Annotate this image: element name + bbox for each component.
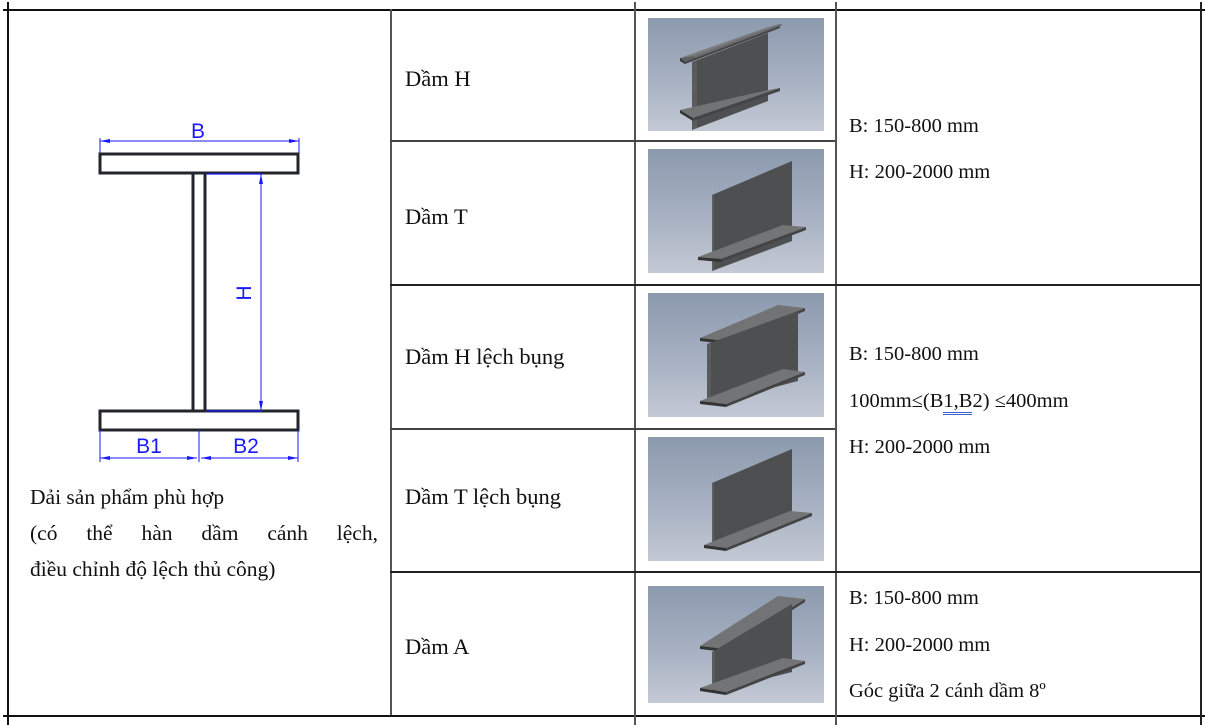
row-divider xyxy=(390,428,835,430)
description-word: hàn xyxy=(141,521,173,545)
description-line-1: Dải sản phẩm phù hợp xyxy=(30,485,225,509)
spec-flange-angle: Góc giữa 2 cánh dầm 8º xyxy=(849,680,1046,702)
offset-t-beam-3d-icon xyxy=(648,437,824,561)
column-divider-2 xyxy=(634,2,636,725)
tapered-a-beam-3d-icon xyxy=(648,586,824,703)
arrow-b-left xyxy=(100,139,110,143)
beam-name-t: Dầm T xyxy=(405,204,468,229)
spec-offset-range: 100mm≤(B1,B2) ≤400mm xyxy=(849,390,1069,415)
row-divider xyxy=(390,284,1200,286)
table-left-border xyxy=(7,2,9,725)
description-word: thể xyxy=(86,521,113,545)
spec-cell-a: B: 150-800 mm H: 200-2000 mm Góc giữa 2 … xyxy=(836,573,1200,715)
arrow-b-right xyxy=(289,139,299,143)
arrow-b1-right xyxy=(187,456,197,460)
beam-name-cell: Dầm A xyxy=(391,573,634,715)
row-divider xyxy=(390,140,835,142)
spec-b-range: B: 150-800 mm xyxy=(849,115,979,137)
table-right-border xyxy=(1200,2,1202,725)
description-word: lệch, xyxy=(336,521,378,545)
t-beam-3d-icon xyxy=(648,149,824,273)
beam-name-cell: Dầm H xyxy=(391,10,634,140)
h-beam-3d-icon xyxy=(648,18,824,131)
spec-h-range: H: 200-2000 mm xyxy=(849,161,991,183)
beam-name-cell: Dầm H lệch bụng xyxy=(391,286,634,428)
beam-name-h: Dầm H xyxy=(405,66,471,91)
description-word: (có xyxy=(30,521,58,545)
column-divider-3 xyxy=(835,2,837,725)
top-flange xyxy=(98,152,300,175)
arrow-h-top xyxy=(259,174,263,184)
description-word: dầm xyxy=(201,521,239,545)
i-beam-section-drawing: B H B1 B2 xyxy=(98,120,300,462)
beam-name-offset-t: Dầm T lệch bụng xyxy=(405,484,562,509)
spec-b-range: B: 150-800 mm xyxy=(849,587,979,609)
description-word: cánh xyxy=(267,521,308,545)
offset-h-beam-3d-icon xyxy=(648,293,824,417)
beam-name-a: Dầm A xyxy=(405,634,470,659)
spec-h-range: H: 200-2000 mm xyxy=(849,634,991,656)
column-divider-1 xyxy=(390,9,392,715)
spec-b-range: B: 150-800 mm xyxy=(849,343,979,365)
dimension-label-h: H xyxy=(233,285,256,300)
beam-image-cell xyxy=(635,430,835,571)
description-line-3: điều chỉnh độ lệch thủ công) xyxy=(30,557,276,581)
bottom-flange xyxy=(98,409,300,432)
dimension-label-b1: B1 xyxy=(136,435,162,458)
spec-cell-offset: B: 150-800 mm 100mm≤(B1,B2) ≤400mm H: 20… xyxy=(836,286,1200,571)
beam-name-cell: Dầm T lệch bụng xyxy=(391,430,634,571)
spec-offset-suffix: 2) ≤400mm xyxy=(972,390,1069,412)
spec-cell-h-t: B: 150-800 mm H: 200-2000 mm xyxy=(836,10,1200,284)
description-line-2: (có thể hàn dầm cánh lệch, xyxy=(30,521,378,545)
table-top-border xyxy=(3,9,1205,11)
table-bottom-border xyxy=(3,715,1205,717)
section-drawing-cell: B H B1 B2 Dải sản phẩm phù hợp (có thể xyxy=(8,10,390,715)
beam-name-offset-h: Dầm H lệch bụng xyxy=(405,344,565,369)
spec-offset-prefix: 100mm≤(B xyxy=(849,390,944,412)
spec-h-range: H: 200-2000 mm xyxy=(849,436,991,458)
beam-image-cell xyxy=(635,286,835,428)
arrow-h-bottom xyxy=(259,401,263,411)
beam-image-cell xyxy=(635,573,835,715)
arrow-b2-right xyxy=(288,456,298,460)
arrow-b2-left xyxy=(201,456,211,460)
dimension-label-b2: B2 xyxy=(233,435,259,458)
arrow-b1-left xyxy=(100,456,110,460)
beam-name-cell: Dầm T xyxy=(391,142,634,284)
spec-offset-underlined: 1,B xyxy=(943,390,973,415)
beam-image-cell xyxy=(635,142,835,284)
dimension-label-b: B xyxy=(191,120,205,143)
beam-image-cell xyxy=(635,10,835,140)
row-divider xyxy=(390,571,1200,573)
